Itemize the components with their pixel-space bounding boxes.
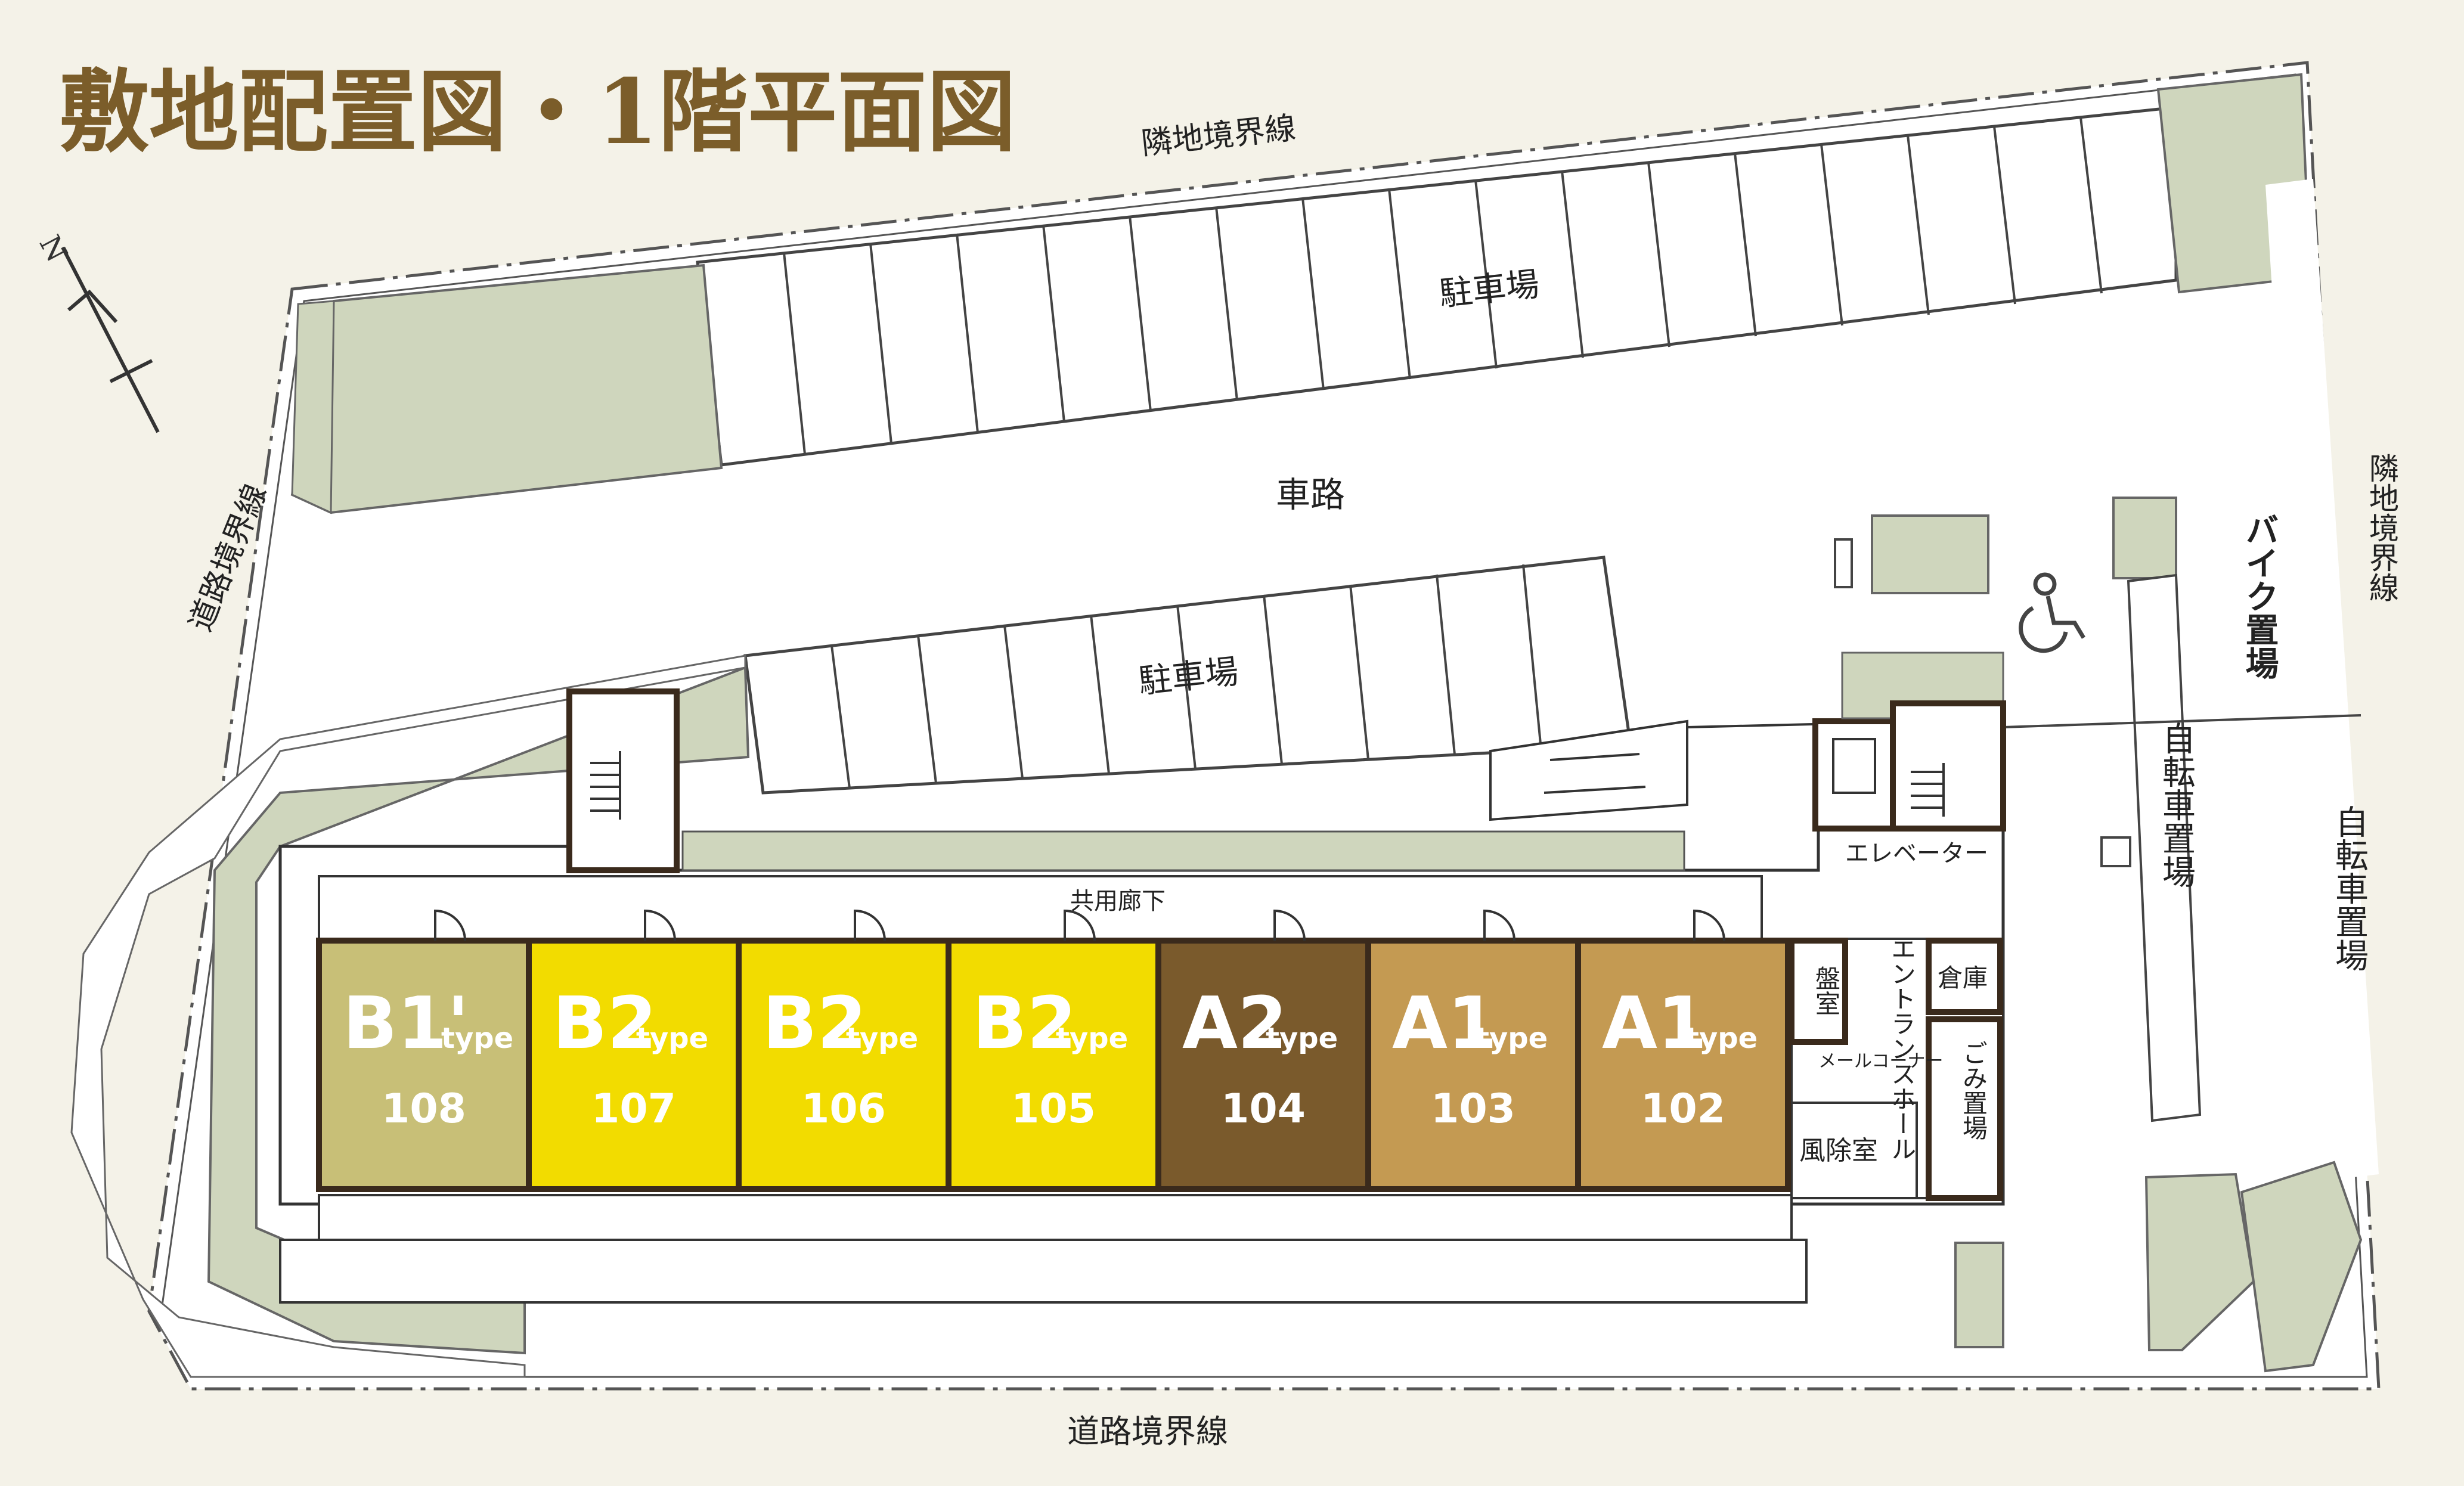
unit-type-label: B2 [763, 982, 867, 1065]
neighbor-boundary-top-label: 隣地境界線 [1140, 110, 1298, 162]
entrance-hall-label: エントランスホール [1887, 936, 1917, 1161]
green-area-wrap [207, 666, 750, 1355]
door-icon [644, 909, 676, 941]
unit-type-suffix: type [1266, 1022, 1338, 1055]
storage-label: 倉庫 [1938, 963, 1988, 992]
north-arrow-icon [61, 246, 160, 433]
entrance-ramp [1489, 719, 1688, 821]
marker-post [1834, 538, 1853, 588]
unit-type-label: A2 [1182, 982, 1287, 1065]
parking-stalls-top [783, 117, 2103, 455]
storage-room [1926, 938, 2003, 1015]
units-group: B1'type108バルコニーB2type107バルコニーB2type106バル… [316, 909, 1791, 1240]
unit-number: 105 [1011, 1085, 1096, 1133]
road-boundary-bottom-label: 道路境界線 [1067, 1413, 1228, 1450]
green-area [1954, 1242, 2004, 1348]
unit-number: 108 [382, 1085, 466, 1133]
marker-post [2100, 836, 2131, 867]
door-icon [854, 909, 886, 941]
unit-type-suffix: type [636, 1022, 708, 1055]
unit-type-label: B2 [972, 982, 1077, 1065]
unit-type-label: A1 [1392, 982, 1497, 1065]
wheelchair-icon [2019, 572, 2086, 653]
unit-number: 106 [801, 1085, 886, 1133]
door-icon [434, 909, 466, 941]
panel-room-label: 盤室 [1812, 966, 1841, 1016]
unit-block [1155, 938, 1371, 1192]
elevator-core [1812, 718, 1896, 832]
unit-number: 104 [1221, 1085, 1306, 1133]
corridor-label: 共用廊下 [1070, 888, 1166, 915]
windbreak-label: 風除室 [1799, 1136, 1878, 1166]
unit-type-suffix: type [1056, 1022, 1128, 1055]
unit-number: 102 [1641, 1085, 1725, 1133]
green-area [291, 300, 335, 514]
north-label: N [33, 229, 74, 267]
stair-core-left [566, 688, 680, 873]
ramp-arrow [1544, 786, 1646, 794]
garbage-room [1926, 1016, 2003, 1201]
unit-block [526, 938, 742, 1192]
corridor-strip [318, 875, 1763, 943]
ramp-arrow [1687, 723, 1813, 728]
bike-parking [2127, 573, 2202, 1122]
corridor-green [681, 830, 1685, 871]
windbreak-room [1790, 1102, 1918, 1199]
unit-type-suffix: type [441, 1022, 513, 1055]
driveway-label: 車路 [1276, 474, 1345, 515]
unit-type-label: B2 [553, 982, 657, 1065]
bicycle-parking-strip [2265, 179, 2379, 1180]
garbage-label: ごみ置場 [1959, 1040, 1988, 1140]
unit-block [736, 938, 951, 1192]
green-area [1871, 514, 1989, 594]
green-area [2144, 1172, 2255, 1351]
unit-type-suffix: type [1685, 1022, 1758, 1055]
door-icon [1483, 909, 1515, 941]
balcony-strip [318, 1194, 1793, 1241]
unit-type-label: B1' [343, 982, 469, 1065]
unit-block [316, 938, 532, 1192]
unit-108[interactable]: B1'type 108 [316, 909, 532, 1192]
elevator-label: エレベーター [1845, 840, 1988, 867]
stairs-icon [1911, 763, 1945, 817]
site-inner-line [161, 73, 2368, 1378]
panel-room [1789, 938, 1848, 1045]
green-area [2112, 497, 2177, 579]
unit-number: 107 [591, 1085, 676, 1133]
green-area-wrap [70, 654, 746, 1378]
green-area [2240, 1161, 2363, 1373]
bike-area-line [2003, 714, 2361, 728]
unit-block [1575, 938, 1791, 1192]
door-icon [1693, 909, 1725, 941]
unit-type-label: A1 [1602, 982, 1707, 1065]
unit-number: 103 [1431, 1085, 1515, 1133]
bike-parking-label: バイク置場 [2240, 513, 2279, 680]
stairs-icon [590, 751, 621, 820]
stair-core-right [1890, 700, 2006, 832]
green-area [290, 263, 723, 514]
door-icon [1064, 909, 1096, 941]
unit-type-suffix: type [1476, 1022, 1548, 1055]
page-title: 敷地配置図・1階平面図 [60, 60, 1016, 165]
bicycle-parking-label-1: 自転車置場 [2157, 721, 2196, 888]
ramp-arrow [1549, 753, 1640, 761]
unit-type-suffix: type [846, 1022, 918, 1055]
building-perimeter [279, 1239, 1808, 1304]
parking-stalls-mid [830, 564, 1542, 789]
door-icon [1273, 909, 1306, 941]
mail-corner-label: メールコーナー [1818, 1051, 1943, 1072]
neighbor-boundary-right-label: 隣地境界線 [2364, 453, 2399, 602]
elevator-car-icon [1832, 738, 1876, 794]
bicycle-parking-label-2: 自転車置場 [2330, 805, 2369, 972]
